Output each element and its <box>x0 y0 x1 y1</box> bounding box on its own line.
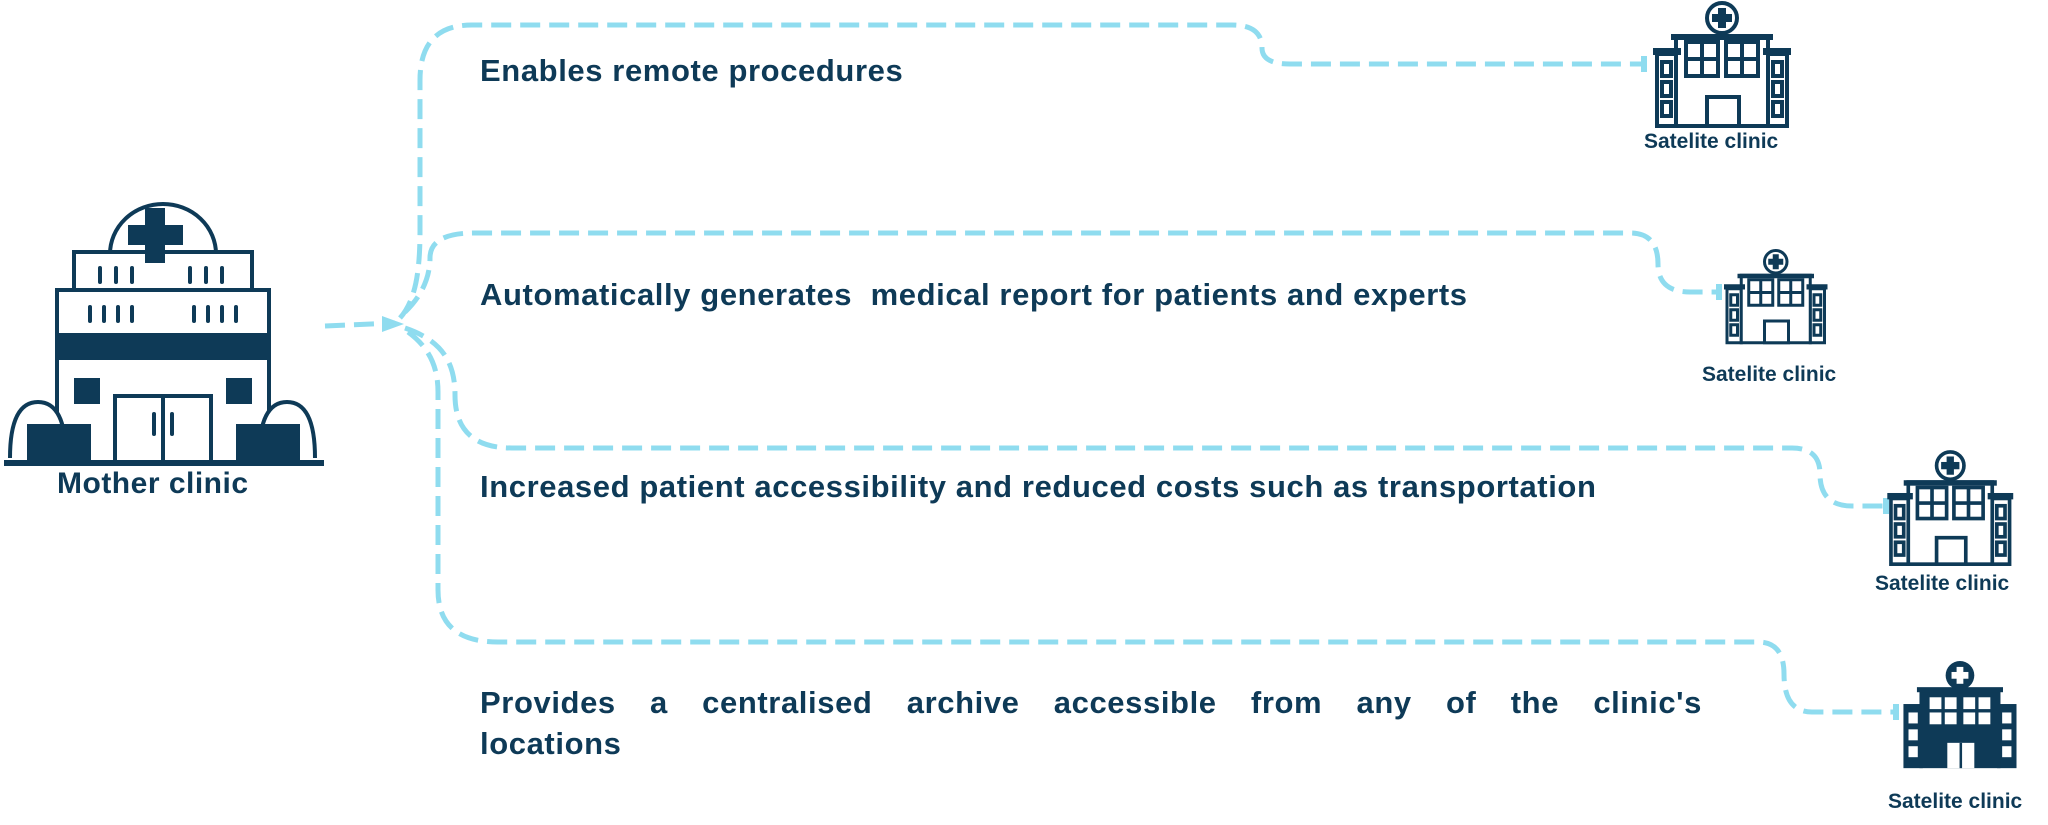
mother-clinic-label: Mother clinic <box>57 467 249 500</box>
benefit-remote-procedures: Enables remote procedures <box>480 53 904 88</box>
satellite-clinic-4-icon <box>1903 661 2017 769</box>
connector-branch-3 <box>404 325 1885 509</box>
connector-branch-4 <box>406 329 1895 715</box>
mother-clinic-building-icon <box>4 202 324 466</box>
benefit-accessibility: Increased patient accessibility and redu… <box>480 469 1597 504</box>
connector-end-cap-4 <box>1893 704 1899 720</box>
connector-branch-1 <box>398 22 1642 320</box>
satellite-clinic-2-icon <box>1724 249 1828 345</box>
satellite-clinic-2-label: Satelite clinic <box>1702 363 1837 386</box>
satellite-clinic-1-icon <box>1653 1 1791 128</box>
satellite-clinic-3-label: Satelite clinic <box>1875 572 2010 595</box>
benefit-centralised-archive: Provides a centralised archive accessibl… <box>480 685 1702 761</box>
satellite-clinic-4-label: Satelite clinic <box>1888 790 2023 813</box>
connector-end-cap-3 <box>1883 498 1889 514</box>
satellite-clinic-3-icon <box>1887 450 2014 566</box>
satellite-clinic-1-label: Satelite clinic <box>1644 130 1779 153</box>
connector-hub-arrow <box>382 316 404 332</box>
connector-branch-2 <box>403 230 1718 314</box>
connector-end-cap-2 <box>1716 284 1722 300</box>
benefit-medical-report: Automatically generates medical report f… <box>480 277 1468 312</box>
connector-end-cap-1 <box>1641 56 1647 72</box>
